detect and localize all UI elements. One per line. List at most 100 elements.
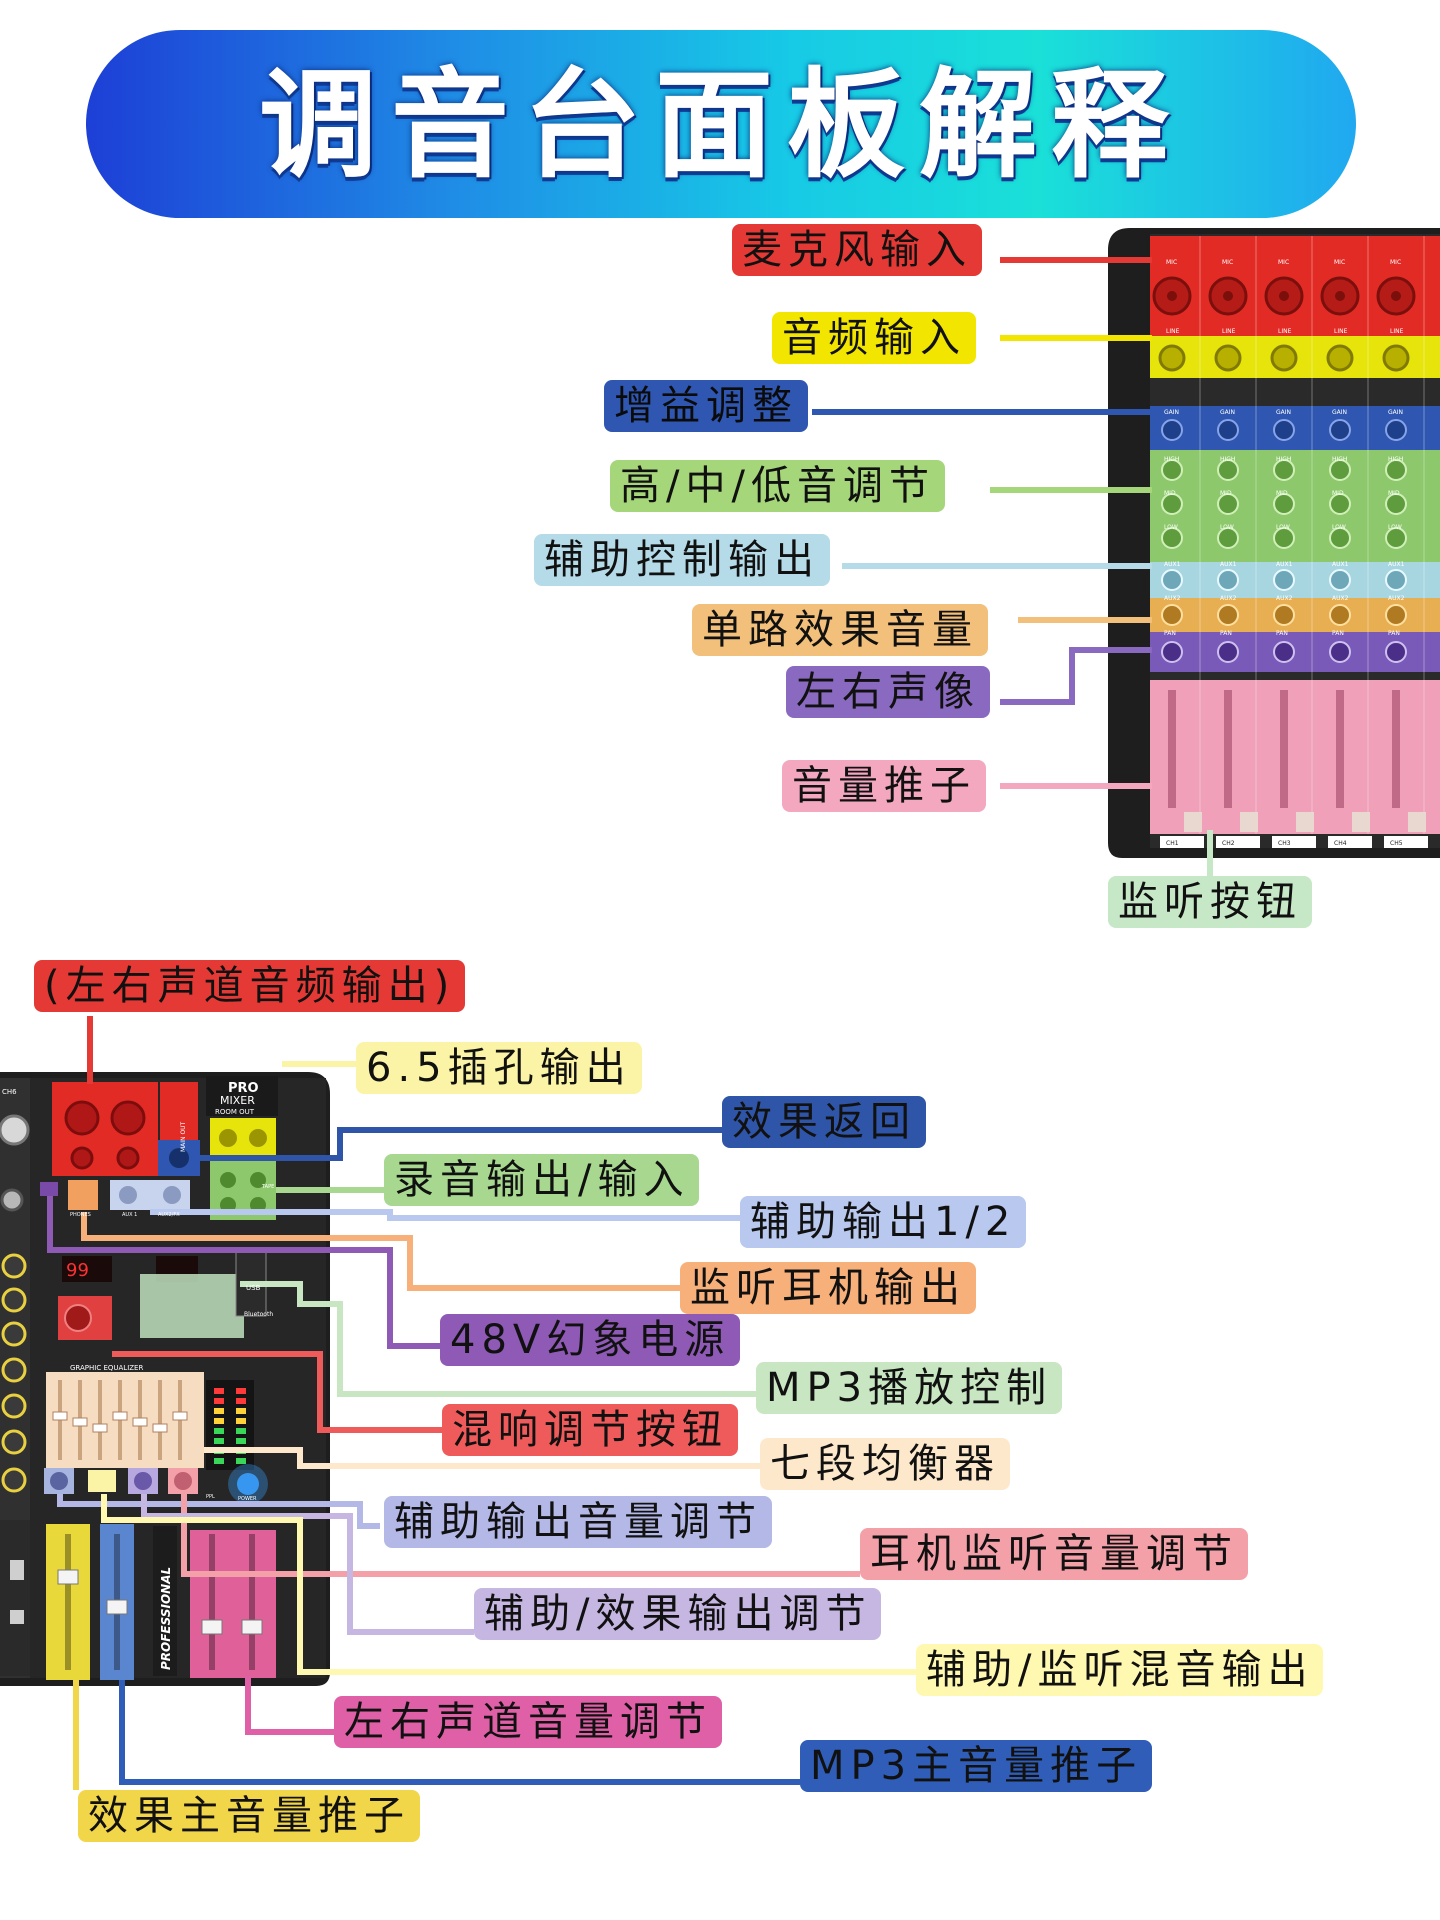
ch6-knob (1, 1321, 27, 1347)
line-auxlevel (57, 1494, 380, 1529)
label-aux-level: 辅助输出音量调节 (384, 1496, 772, 1548)
label-tape: 录音输出/输入 (384, 1154, 700, 1206)
channel-tag (1384, 836, 1428, 848)
label-gain: 增益调整 (604, 380, 808, 432)
meter-led (214, 1428, 224, 1434)
geq-cap (112, 1411, 128, 1421)
solo-button (1352, 812, 1370, 832)
channel-tag (1328, 836, 1372, 848)
geq-slot (98, 1380, 102, 1460)
meter-led (214, 1418, 224, 1424)
solo-button (1296, 812, 1314, 832)
xlr-pin (1223, 291, 1233, 301)
aux2-knob (1273, 604, 1295, 626)
eq-knob (1217, 527, 1239, 549)
label-graphic-eq: 七段均衡器 (760, 1438, 1010, 1490)
ch6-knob (1, 1467, 27, 1493)
geq-cap (72, 1417, 88, 1427)
meter-led (236, 1418, 246, 1424)
label-mp3-control: MP3播放控制 (756, 1362, 1063, 1414)
ch6-knob (1, 1393, 27, 1419)
fader-track (1224, 690, 1232, 808)
line-jack (1382, 344, 1410, 372)
aux1-knob (1273, 569, 1295, 591)
line-jack (1326, 344, 1354, 372)
fader-track (1168, 690, 1176, 808)
label-reverb: 混响调节按钮 (442, 1404, 738, 1456)
label-aux-out-12: 辅助输出1/2 (740, 1196, 1027, 1248)
fader-cap (106, 1599, 128, 1615)
eq-knob (1385, 459, 1407, 481)
line-48v (47, 1196, 440, 1349)
fader-slot (65, 1534, 71, 1670)
mp3-zone (140, 1274, 244, 1338)
label-lr-level: 左右声道音量调节 (334, 1696, 722, 1748)
gain-knob (1385, 419, 1407, 441)
eq-knob (1161, 493, 1183, 515)
label-solo: 监听按钮 (1108, 876, 1312, 928)
pan-knob (1329, 641, 1351, 663)
line-auxout (150, 1209, 748, 1221)
line-jack (1158, 344, 1186, 372)
line-auxmix (101, 1494, 920, 1675)
fx-master-fader-zone (46, 1524, 90, 1680)
label-phones-out: 监听耳机输出 (680, 1262, 976, 1314)
eq-knob (1161, 459, 1183, 481)
meter-led (236, 1458, 246, 1464)
meter-led (214, 1388, 224, 1394)
solo-button (1184, 812, 1202, 832)
ch6-knob (1, 1357, 27, 1383)
meter-led (236, 1428, 246, 1434)
xlr-pin (1279, 291, 1289, 301)
leader-lines (47, 257, 1213, 1790)
aux2-knob (1385, 604, 1407, 626)
label-aux-monitor-mix: 辅助/监听混音输出 (916, 1644, 1324, 1696)
gain-knob (1329, 419, 1351, 441)
eq-knob (1385, 527, 1407, 549)
line-geq (204, 1447, 762, 1469)
label-audio-input: 音频输入 (772, 312, 976, 364)
line-phones (81, 1212, 680, 1291)
pan-knob (1217, 641, 1239, 663)
xlr-pin (1335, 291, 1345, 301)
label-fx-master-fader: 效果主音量推子 (78, 1790, 420, 1842)
label-phones-level: 耳机监听音量调节 (860, 1528, 1248, 1580)
eq-knob (1273, 527, 1295, 549)
gain-knob (1217, 419, 1239, 441)
eq-knob (1329, 459, 1351, 481)
label-aux-fx-level: 辅助/效果输出调节 (474, 1588, 882, 1640)
fader-cap (201, 1619, 223, 1635)
line-lr (245, 1676, 334, 1735)
meter-led (236, 1388, 246, 1394)
aux1-knob (1329, 569, 1351, 591)
eq-knob (1217, 459, 1239, 481)
channel-strip-panel (1108, 228, 1440, 858)
meter-led (214, 1458, 224, 1464)
fader-slot (249, 1534, 255, 1670)
meter-led (236, 1438, 246, 1444)
eq-knob (1217, 493, 1239, 515)
fader-track (1336, 690, 1344, 808)
eq-knob (1273, 459, 1295, 481)
line-jack (1214, 344, 1242, 372)
ch6-knob (1, 1253, 27, 1279)
eq-knob (1329, 527, 1351, 549)
label-fx-return: 效果返回 (722, 1096, 926, 1148)
meter-led (236, 1398, 246, 1404)
line-mp3 (240, 1281, 760, 1397)
xlr-pin (1391, 291, 1401, 301)
channel-tag (1160, 836, 1204, 848)
geq-cap (132, 1417, 148, 1427)
label-mic-input: 麦克风输入 (732, 224, 982, 276)
pan-knob (1273, 641, 1295, 663)
phantom-switch (40, 1182, 58, 1196)
meter-led (214, 1438, 224, 1444)
label-65-out: 6.5插孔输出 (356, 1042, 642, 1094)
fader-slot (209, 1534, 215, 1670)
line-fxreturn (200, 1127, 722, 1161)
aux2-knob (1217, 604, 1239, 626)
geq-cap (52, 1411, 68, 1421)
channel-tag (1216, 836, 1260, 848)
pan-knob (1385, 641, 1407, 663)
